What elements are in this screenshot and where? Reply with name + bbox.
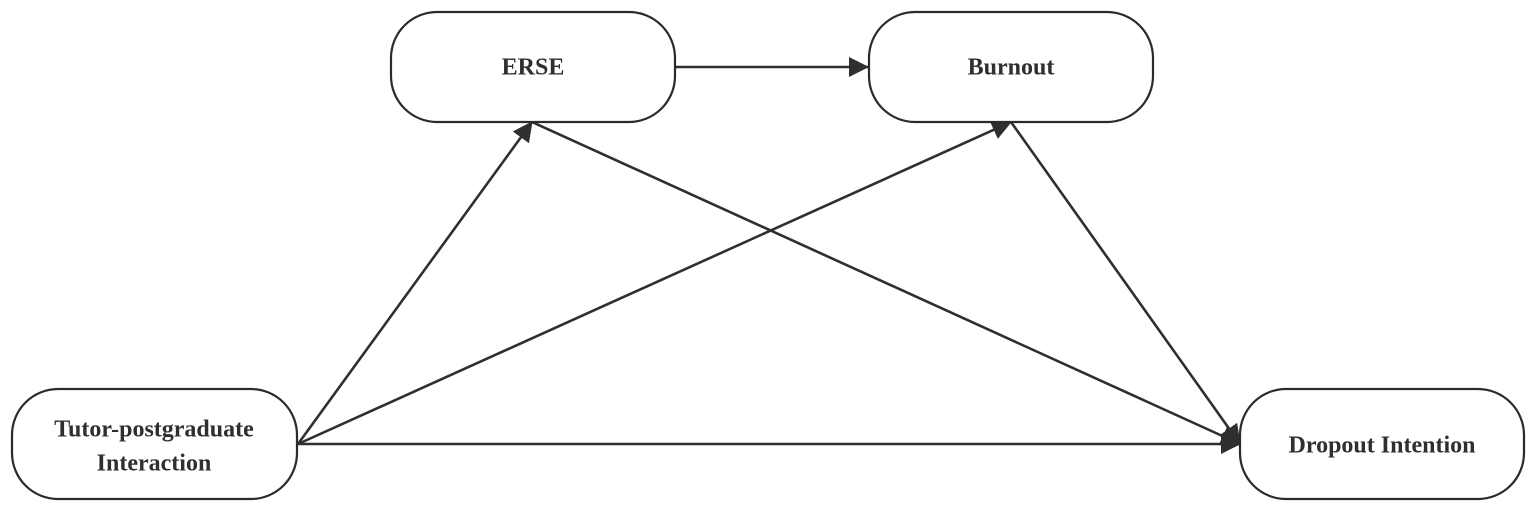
node-burnout: Burnout [867, 10, 1155, 124]
edge-erse-to-dropout [531, 120, 1241, 446]
node-erse-label: ERSE [502, 55, 565, 81]
edge-burnout-to-dropout [1009, 121, 1242, 445]
edges [296, 57, 1242, 454]
node-burnout-label: Burnout [968, 55, 1055, 81]
node-dropout-label: Dropout Intention [1289, 433, 1476, 459]
node-tutor-label-line2: Interaction [97, 451, 212, 477]
node-tutor: Tutor-postgraduate Interaction [10, 387, 299, 501]
node-dropout: Dropout Intention [1238, 387, 1526, 501]
edge-tutor-to-burnout [297, 120, 1012, 446]
node-erse: ERSE [389, 10, 677, 124]
edge-tutor-to-erse [296, 121, 534, 445]
node-tutor-label-line1: Tutor-postgraduate [54, 417, 254, 443]
